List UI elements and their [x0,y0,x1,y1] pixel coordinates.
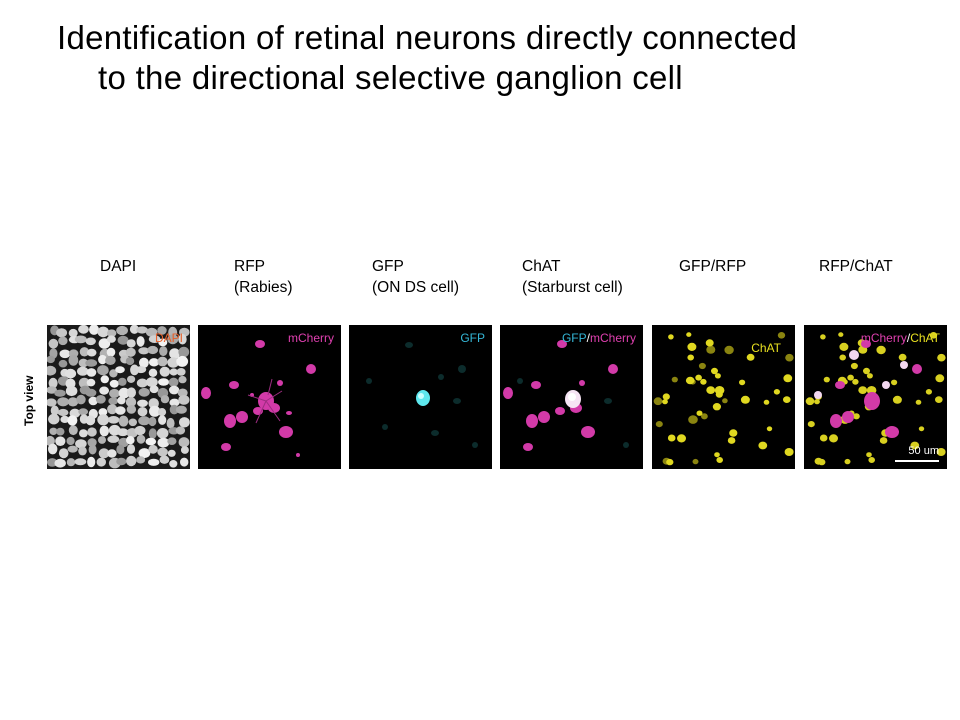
panel-dapi: DAPI [47,325,190,469]
merge-gfp-mcherry-micrograph [500,325,643,469]
label-separator: / [586,331,590,345]
column-title: GFP [372,258,404,275]
label-chat: ChAT [910,331,940,345]
panel-label-chat: ChAT [751,341,781,355]
column-title: DAPI [100,258,137,275]
scale-bar-label: 50 um [908,445,939,457]
column-subtitle: (ON DS cell) [372,279,459,296]
row-label-top-view: Top view [22,375,36,426]
dapi-micrograph [47,325,190,469]
column-header-dapi: DAPI [100,256,136,277]
scale-bar [895,460,939,462]
column-subtitle: (Starburst cell) [522,279,623,296]
panel-label-gfp: GFP [460,331,485,345]
title-line-2: to the directional selective ganglion ce… [98,59,683,96]
panel-label-merge2: mCherry/ChAT [861,331,940,345]
title-line-1: Identification of retinal neurons direct… [57,19,798,56]
panel-chat: ChAT [652,325,795,469]
panel-gfp: GFP [349,325,492,469]
label-mcherry: mCherry [589,331,636,345]
column-header-gfp: GFP (ON DS cell) [372,256,459,298]
gfp-micrograph [349,325,492,469]
column-header-rfp-chat: RFP/ChAT [819,256,893,277]
slide-title: Identification of retinal neurons direct… [57,18,937,98]
column-title: ChAT [522,258,561,275]
column-subtitle: (Rabies) [234,279,293,296]
label-mcherry: mCherry [860,331,907,345]
column-header-chat: ChAT (Starburst cell) [522,256,623,298]
column-header-gfp-rfp: GFP/RFP [679,256,746,277]
rfp-micrograph [198,325,341,469]
panel-gfp-mcherry-merge: GFP/mCherry [500,325,643,469]
panel-label-rfp: mCherry [287,331,334,345]
panel-rfp: mCherry [198,325,341,469]
panel-label-merge1: GFP/mCherry [562,331,636,345]
column-header-rfp: RFP (Rabies) [234,256,293,298]
panel-mcherry-chat-merge: mCherry/ChAT 50 um [804,325,947,469]
column-title: GFP/RFP [679,258,747,275]
column-title: RFP/ChAT [819,258,893,275]
chat-micrograph [652,325,795,469]
label-gfp: GFP [561,331,587,345]
panel-label-dapi: DAPI [154,331,183,345]
column-title: RFP [234,258,265,275]
merge-mcherry-chat-micrograph [804,325,947,469]
label-separator: / [906,331,911,345]
